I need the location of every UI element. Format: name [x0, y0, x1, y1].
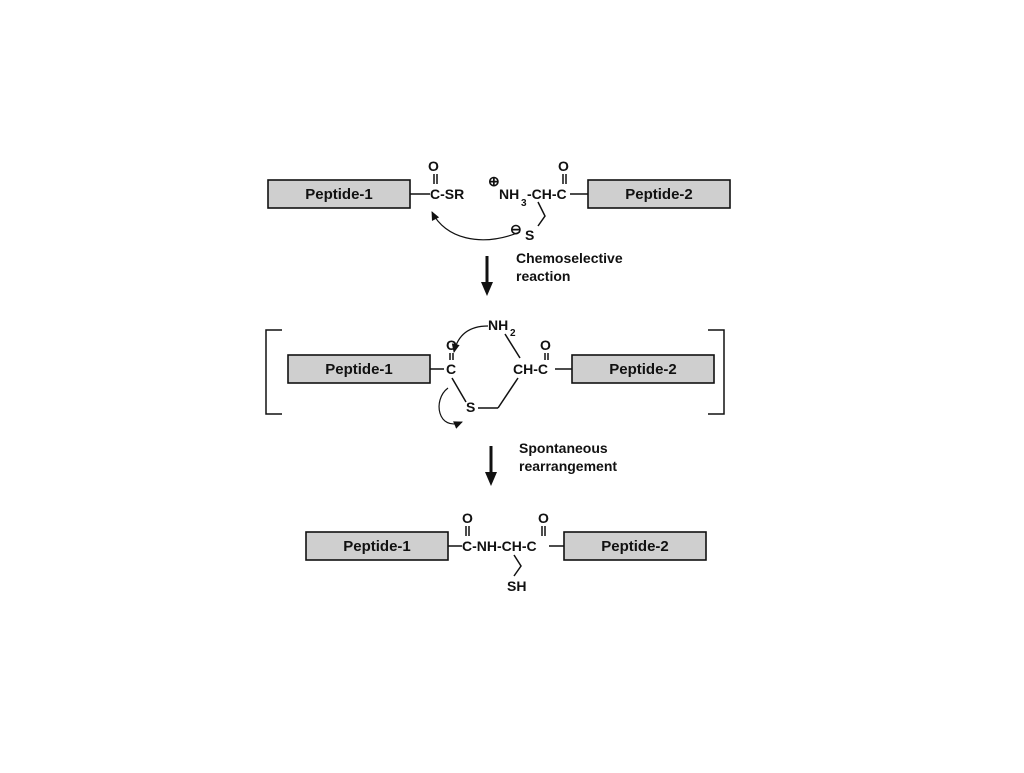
step-1-label-line2: reaction — [516, 268, 570, 284]
step-2-label-line2: rearrangement — [519, 458, 617, 474]
peptide-2-box — [587, 179, 731, 209]
right-bracket — [708, 329, 725, 415]
amide-backbone: C-NH-CH-C — [462, 538, 537, 554]
thioester-group: C-SR — [430, 186, 464, 202]
subscript-3: 3 — [521, 198, 527, 209]
peptide-2-label: Peptide-2 — [609, 361, 677, 378]
positive-charge: ⊕ — [488, 173, 500, 189]
left-bracket — [265, 329, 282, 415]
down-arrow-head — [485, 472, 497, 486]
sulfur: S — [466, 399, 475, 415]
product-row: Peptide-1 O C-NH-CH-C O Peptide-2 SH — [305, 510, 707, 594]
ammonium-group: NH — [499, 186, 519, 202]
step-2-label-line1: Spontaneous — [519, 440, 608, 456]
carbonyl-oxygen: O — [558, 158, 569, 174]
intermediate-row: Peptide-1 O C S NH 2 CH-C O Peptide-2 — [265, 317, 725, 429]
peptide-2-box — [563, 531, 707, 561]
carbonyl-oxygen: O — [446, 337, 457, 353]
thiol-group: SH — [507, 578, 526, 594]
side-chain-bond — [537, 201, 546, 227]
peptide-2-label: Peptide-2 — [601, 538, 669, 555]
step-2: Spontaneous rearrangement — [485, 440, 617, 486]
carbonyl-oxygen: O — [540, 337, 551, 353]
thioester-carbon: C — [446, 361, 456, 377]
negative-charge: ⊖ — [510, 221, 522, 237]
subscript-2: 2 — [510, 328, 516, 339]
attack-arrow — [431, 211, 521, 241]
peptide-1-box — [305, 531, 449, 561]
amine-group: NH — [488, 317, 508, 333]
side-chain-bond — [513, 554, 522, 577]
peptide-2-label: Peptide-2 — [625, 186, 693, 203]
step-1-label-line1: Chemoselective — [516, 250, 623, 266]
peptide-1-label: Peptide-1 — [305, 186, 373, 203]
carbonyl-oxygen: O — [538, 510, 549, 526]
bond — [504, 333, 521, 359]
peptide-1-label: Peptide-1 — [325, 361, 393, 378]
bond — [451, 377, 467, 403]
peptide-1-box — [287, 354, 431, 384]
down-arrow-head — [481, 282, 493, 296]
peptide-2-box — [571, 354, 715, 384]
peptide-1-box — [267, 179, 411, 209]
ch-c-group: -CH-C — [527, 186, 567, 202]
carbonyl-oxygen: O — [428, 158, 439, 174]
ch-c-group: CH-C — [513, 361, 548, 377]
sulfur-leaving-arrow — [438, 387, 463, 429]
bond — [497, 377, 519, 409]
carbonyl-oxygen: O — [462, 510, 473, 526]
thiolate-sulfur: S — [525, 227, 534, 243]
amine-attack-arrow — [451, 325, 489, 353]
peptide-1-label: Peptide-1 — [343, 538, 411, 555]
reactants-row: Peptide-1 O C-SR ⊕ NH 3 -CH-C O Peptide-… — [267, 158, 731, 243]
step-1: Chemoselective reaction — [481, 250, 623, 296]
